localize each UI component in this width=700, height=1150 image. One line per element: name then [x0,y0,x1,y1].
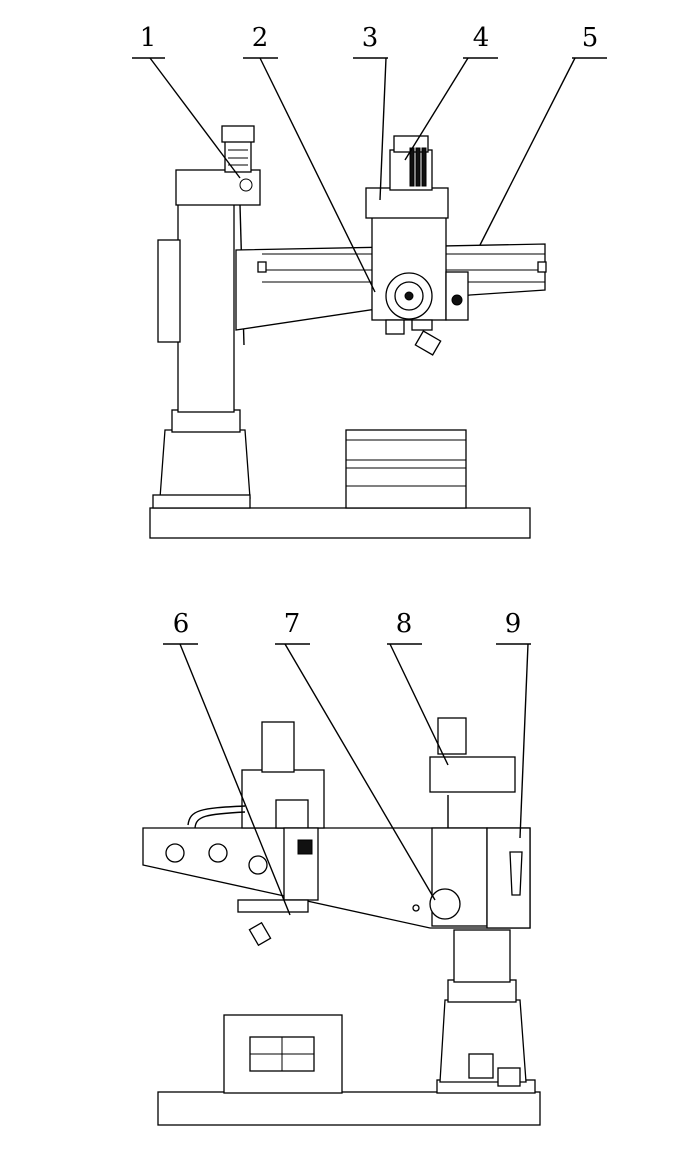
cable-chain-side [187,805,246,826]
work-table-front [345,429,467,509]
label-5: 5 [582,23,599,53]
top-labels: 1 2 3 4 5 [140,23,599,53]
handwheel-side [429,888,461,920]
bottom-labels: 6 7 8 9 [173,609,522,639]
top-leaders [132,57,607,293]
gearbox-front [365,187,449,219]
label-9: 9 [505,609,522,639]
label-7: 7 [284,609,301,639]
lift-motor-front [224,139,252,173]
column-foot-front [159,429,251,499]
bottom-leaders [163,643,531,916]
side-view [142,717,541,1126]
handle-side [248,921,272,947]
spindle-head-side [283,827,319,901]
main-motor-side [261,721,295,773]
column-collar-front [171,409,241,433]
label-8: 8 [396,609,413,639]
column-head-front [175,169,261,206]
label-4: 4 [473,23,490,53]
lift-motor-side [437,717,467,755]
label-3: 3 [362,23,379,53]
base-plate-side [157,1091,541,1126]
column-front [177,199,235,413]
front-view [149,125,547,539]
column-side [453,929,511,983]
sleeve-front [157,239,181,343]
label-1: 1 [140,23,157,53]
lift-screw-front [239,178,253,192]
column-head-side [429,756,516,793]
lift-motor-cap-front [221,125,255,143]
handle-front [414,330,442,356]
column-foot-flange-front [152,494,251,509]
base-plate-front [149,507,531,539]
label-6: 6 [173,609,190,639]
label-2: 2 [252,23,269,53]
column-foot-side [439,999,527,1083]
